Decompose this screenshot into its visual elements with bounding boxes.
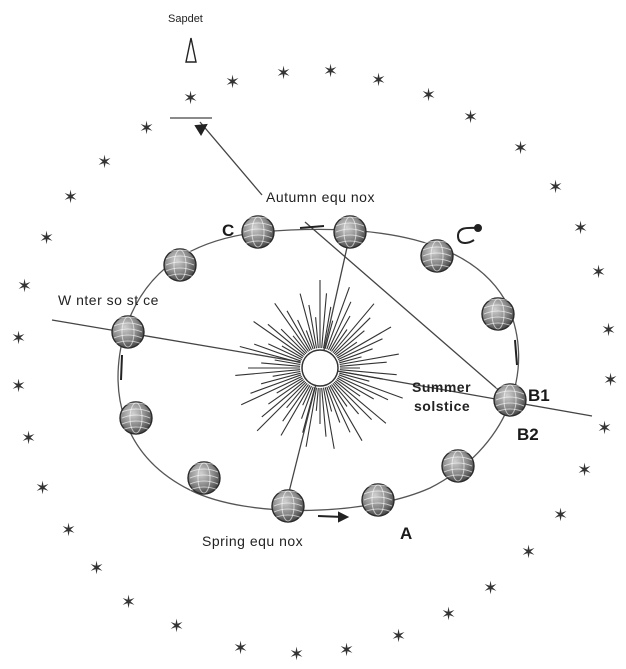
star-icon: ✶ bbox=[11, 376, 26, 397]
planet-icon bbox=[334, 216, 366, 248]
planet-icon bbox=[362, 484, 394, 516]
winter-solstice-label: W nter so st ce bbox=[58, 292, 159, 308]
star-icon: ✶ bbox=[233, 638, 248, 659]
star-icon: ✶ bbox=[603, 370, 618, 391]
star-icon: ✶ bbox=[591, 262, 606, 283]
star-icon: ✶ bbox=[391, 626, 406, 647]
star-icon: ✶ bbox=[276, 63, 291, 84]
planet-icon bbox=[421, 240, 453, 272]
point-c-label: C bbox=[222, 221, 234, 240]
star-icon: ✶ bbox=[21, 428, 36, 449]
star-icon: ✶ bbox=[139, 118, 154, 139]
planet-icon bbox=[120, 402, 152, 434]
arrow-autumn bbox=[300, 226, 324, 228]
star-icon: ✶ bbox=[17, 276, 32, 297]
star-icon: ✶ bbox=[225, 72, 240, 93]
arrow-summer bbox=[515, 340, 517, 365]
star-icon: ✶ bbox=[601, 320, 616, 341]
planet-icon bbox=[242, 216, 274, 248]
sun-icon bbox=[235, 280, 402, 449]
star-icon: ✶ bbox=[597, 418, 612, 439]
star-icon: ✶ bbox=[89, 558, 104, 579]
star-icon: ✶ bbox=[289, 644, 304, 665]
autumn-equinox-label: Autumn equ nox bbox=[266, 189, 375, 205]
planet-icon bbox=[442, 450, 474, 482]
star-icon: ✶ bbox=[63, 187, 78, 208]
rotation-arrow-icon bbox=[458, 225, 481, 243]
summer-solstice-label-2: solstice bbox=[414, 398, 470, 414]
star-icon: ✶ bbox=[521, 542, 536, 563]
autumn-equinox-line bbox=[320, 234, 350, 368]
star-icon: ✶ bbox=[97, 152, 112, 173]
planet-icon bbox=[112, 316, 144, 348]
point-a-label: A bbox=[400, 524, 412, 543]
star-icon: ✶ bbox=[513, 138, 528, 159]
star-icon: ✶ bbox=[121, 592, 136, 613]
star-icon: ✶ bbox=[169, 616, 184, 637]
point-b2-label: B2 bbox=[517, 425, 539, 444]
star-icon: ✶ bbox=[183, 88, 198, 109]
summer-solstice-label-1: Summer bbox=[412, 379, 471, 395]
star-icon: ✶ bbox=[553, 505, 568, 526]
star-icon: ✶ bbox=[323, 61, 338, 82]
star-icon: ✶ bbox=[371, 70, 386, 91]
star-icon: ✶ bbox=[421, 85, 436, 106]
star-icon: ✶ bbox=[61, 520, 76, 541]
star-icon: ✶ bbox=[463, 107, 478, 128]
star-icon: ✶ bbox=[441, 604, 456, 625]
star-icon: ✶ bbox=[548, 177, 563, 198]
star-icon: ✶ bbox=[483, 578, 498, 599]
spring-equinox-label: Spring equ nox bbox=[202, 533, 303, 549]
planet-icon bbox=[164, 249, 196, 281]
star-icon: ✶ bbox=[577, 460, 592, 481]
planet-icon bbox=[482, 298, 514, 330]
planet-icon bbox=[272, 490, 304, 522]
point-b1-label: B1 bbox=[528, 386, 550, 405]
star-icon: ✶ bbox=[35, 478, 50, 499]
planet-icon bbox=[494, 384, 526, 416]
star-icon: ✶ bbox=[39, 228, 54, 249]
spire-icon bbox=[186, 38, 196, 62]
winter-solstice-line bbox=[52, 320, 300, 362]
star-icon: ✶ bbox=[573, 218, 588, 239]
planet-icon bbox=[188, 462, 220, 494]
sapdet-pointer-line bbox=[200, 122, 262, 195]
arrow-winter bbox=[121, 355, 122, 380]
sapdet-label: Sapdet bbox=[168, 13, 203, 25]
star-icon: ✶ bbox=[339, 640, 354, 661]
star-icon: ✶ bbox=[11, 328, 26, 349]
